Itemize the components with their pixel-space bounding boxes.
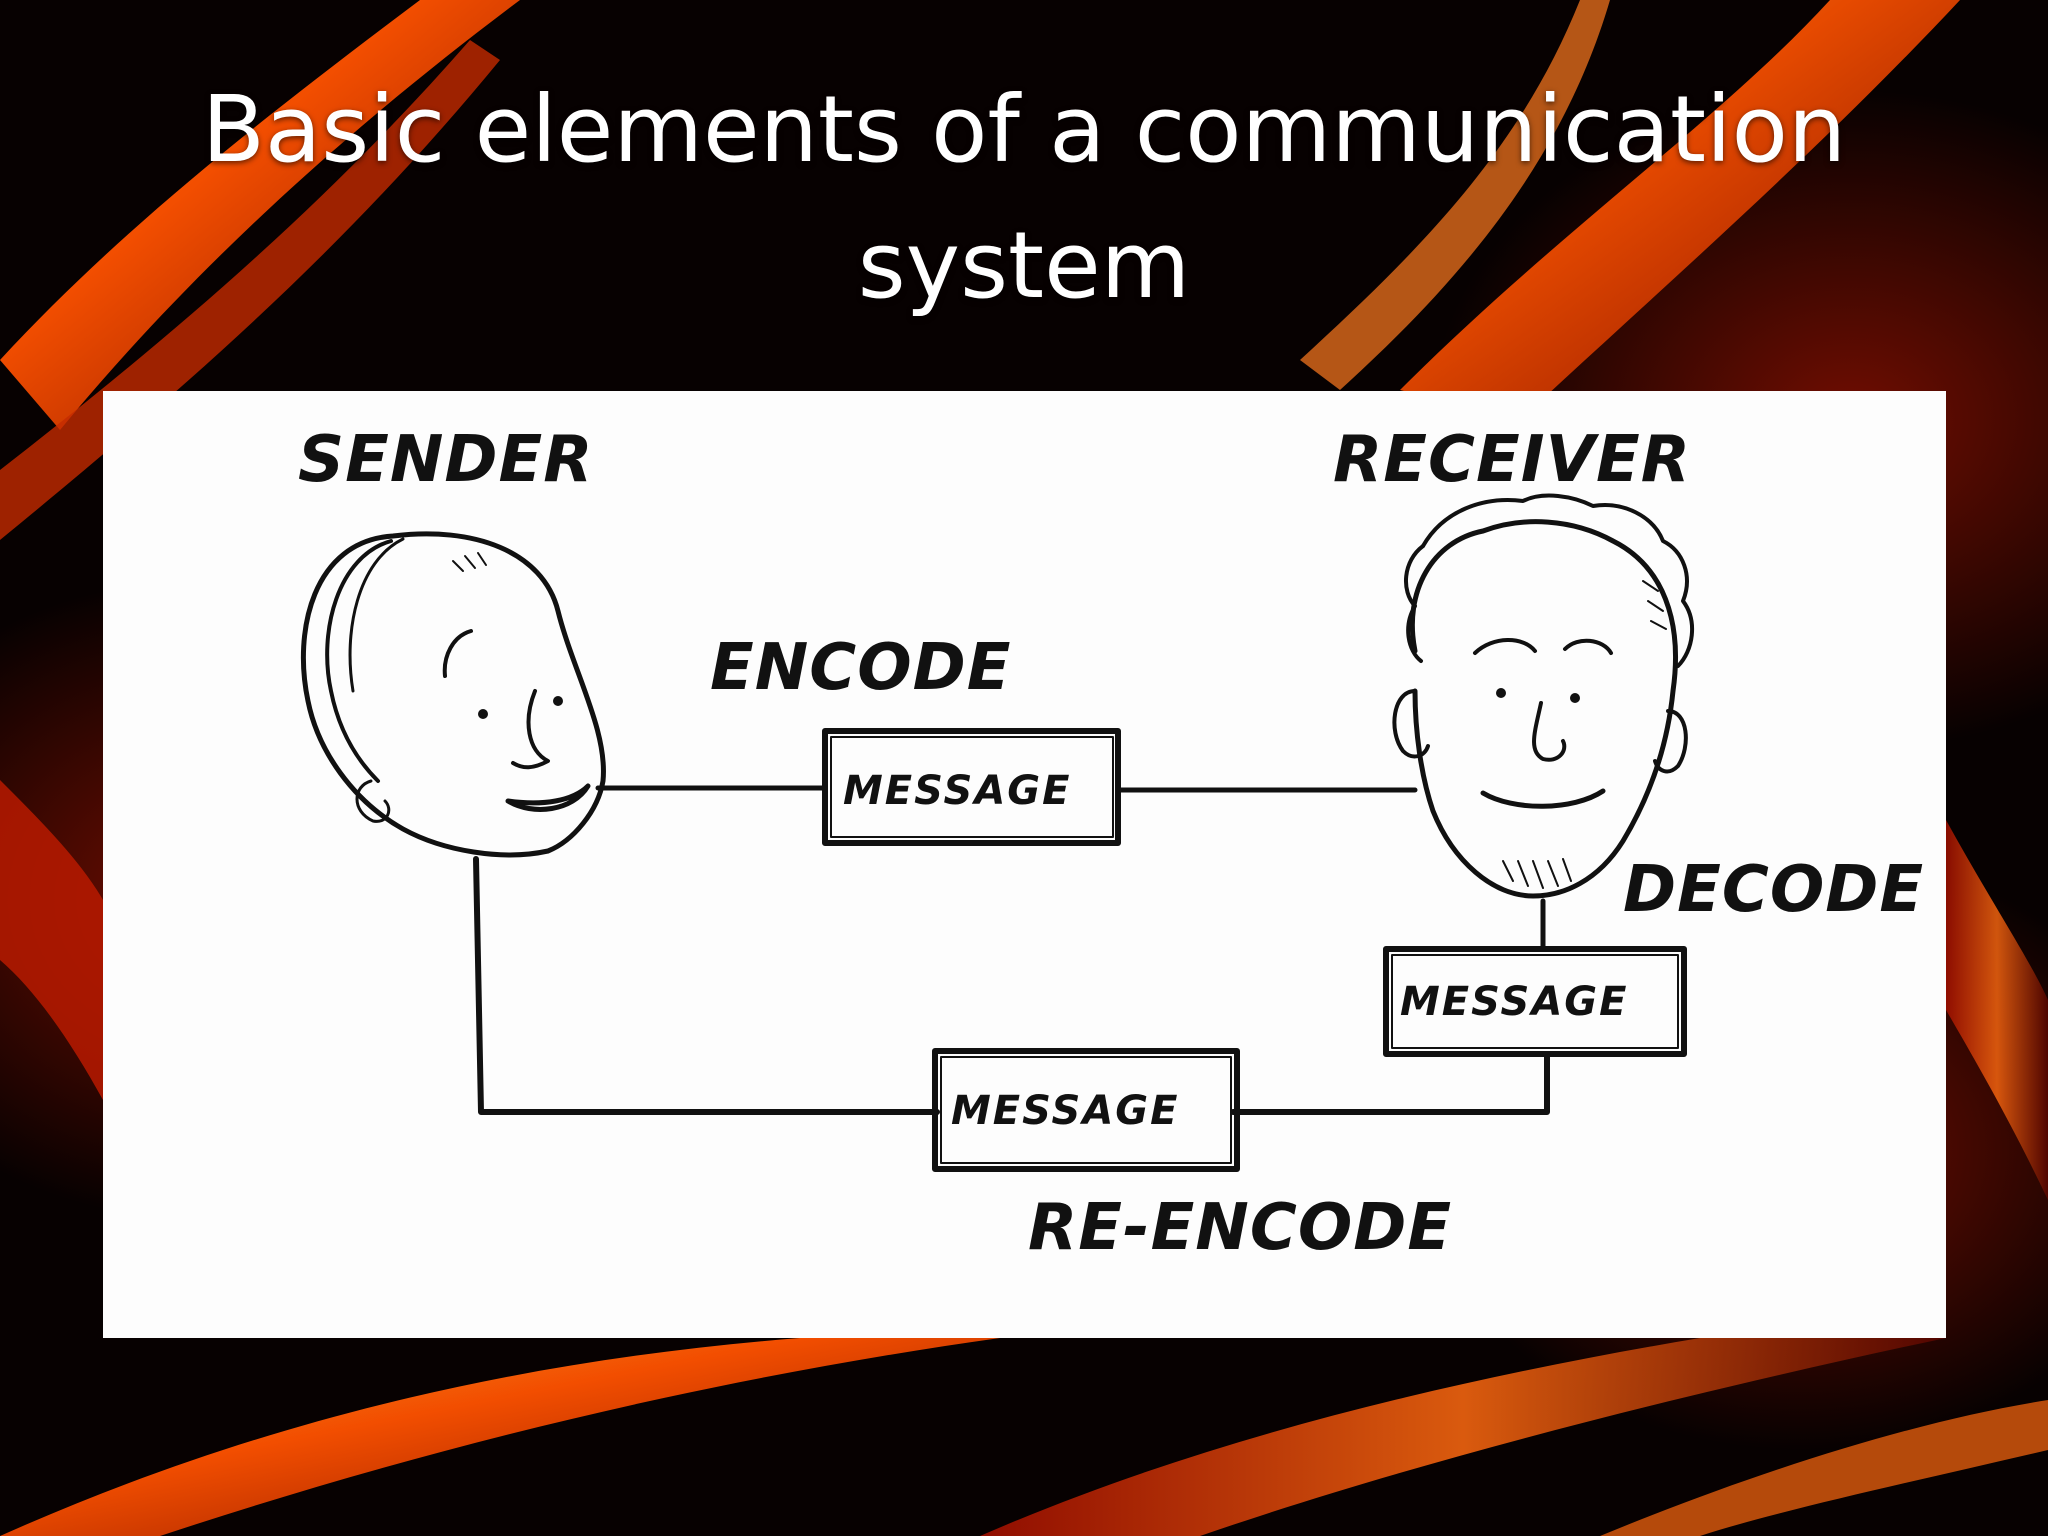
message-box-top: MESSAGE: [822, 728, 1121, 846]
encode-label: ENCODE: [710, 631, 1012, 705]
feedback-right-line: [1230, 1053, 1550, 1115]
message-box-bottom: MESSAGE: [932, 1048, 1240, 1172]
sender-label: SENDER: [298, 423, 594, 497]
feedback-left-line: [473, 856, 940, 1115]
message-right-label: MESSAGE: [1400, 979, 1628, 1025]
message-bottom-label: MESSAGE: [951, 1088, 1179, 1134]
message-top-label: MESSAGE: [843, 768, 1071, 814]
sender-head: [300, 531, 606, 858]
slide-title-line-1: Basic elements of a communication: [201, 76, 1847, 183]
slide-title: Basic elements of a communication system: [0, 62, 2048, 334]
receiver-label: RECEIVER: [1333, 423, 1691, 497]
communication-diagram: SENDER RECEIVER ENCODE DECODE RE-ENCODE …: [298, 423, 1924, 1265]
reencode-label: RE-ENCODE: [1028, 1191, 1452, 1265]
diagram-panel: SENDER RECEIVER ENCODE DECODE RE-ENCODE …: [103, 391, 1946, 1338]
message-box-right: MESSAGE: [1383, 946, 1687, 1057]
decode-label: DECODE: [1623, 853, 1924, 927]
receiver-head: [1392, 493, 1695, 899]
slide-title-line-2: system: [857, 212, 1191, 319]
